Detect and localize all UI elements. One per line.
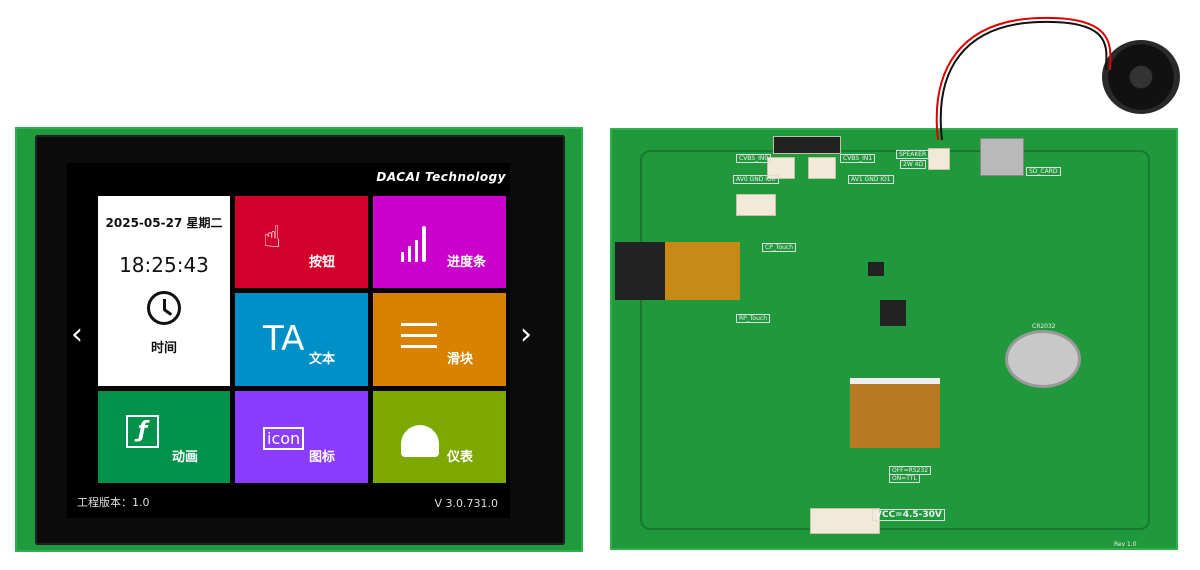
mcu-chip xyxy=(880,300,906,326)
sd-card-slot xyxy=(980,138,1024,176)
clock-icon xyxy=(147,291,181,325)
time-label: 时间 xyxy=(150,341,177,356)
pin-header xyxy=(773,136,841,154)
icon-box-icon: icon xyxy=(263,427,305,450)
animation-tile[interactable]: ƒ 动画 xyxy=(98,391,230,483)
tile-label: 按钮 xyxy=(309,255,336,270)
gauge-icon xyxy=(401,425,439,457)
silk-label: SD_CARD xyxy=(1026,167,1061,176)
slider-tile[interactable]: 滑块 xyxy=(373,293,506,386)
sliders-icon xyxy=(401,323,437,348)
clock-text: 18:25:43 xyxy=(119,253,209,277)
date-text: 2025-05-27 星期二 xyxy=(105,216,223,230)
silk-label: ON=TTL xyxy=(889,474,920,483)
hand-pointer-icon: ☝ xyxy=(263,220,282,255)
silk-label: CVBS_IN1 xyxy=(840,154,876,163)
silk-label: 2W 4Ω xyxy=(900,160,927,169)
silk-label: AV0 GND IO0 xyxy=(733,175,779,184)
next-page-arrow[interactable]: › xyxy=(520,317,532,352)
silk-label: CR2032 xyxy=(1032,323,1056,330)
silk-label: CP_Touch xyxy=(762,243,797,252)
pcb-trace-frame xyxy=(640,150,1150,530)
cvbs-connector xyxy=(767,157,795,179)
project-version: 工程版本：1.0 xyxy=(77,496,150,509)
gauge-tile[interactable]: 仪表 xyxy=(373,391,506,483)
tile-label: 进度条 xyxy=(447,255,487,270)
chip xyxy=(868,262,884,276)
time-tile[interactable]: 2025-05-27 星期二 18:25:43 时间 xyxy=(98,196,230,386)
silk-label: VCC=4.5-30V xyxy=(872,509,945,521)
speaker-wires xyxy=(935,16,1112,141)
flash-icon: ƒ xyxy=(126,415,159,448)
back-pcb xyxy=(610,128,1178,550)
cvbs-connector xyxy=(808,157,836,179)
icon-tile[interactable]: icon 图标 xyxy=(235,391,368,483)
firmware-version: V 3.0.731.0 xyxy=(434,497,498,510)
signal-bars-icon xyxy=(401,226,426,262)
speaker xyxy=(1102,40,1180,114)
power-connector xyxy=(810,508,880,534)
coin-battery-holder xyxy=(1005,330,1081,388)
tile-label: 文本 xyxy=(309,352,336,367)
speaker-connector xyxy=(928,148,950,170)
tile-label: 动画 xyxy=(172,450,199,465)
battery-connector xyxy=(736,194,776,216)
text-tile[interactable]: TA 文本 xyxy=(235,293,368,386)
progress-tile[interactable]: 进度条 xyxy=(373,196,506,288)
silk-label: RP_Touch xyxy=(736,314,771,323)
prev-page-arrow[interactable]: ‹ xyxy=(71,317,83,352)
fpc-cable xyxy=(615,242,740,300)
silk-label: AV1 GND IO1 xyxy=(848,175,894,184)
silk-label: CVBS_IN0 xyxy=(736,154,772,163)
tile-label: 滑块 xyxy=(447,352,474,367)
silk-label: SPEAKER xyxy=(896,150,930,159)
silk-label: Rev 1.0 xyxy=(1114,541,1137,548)
tile-label: 图标 xyxy=(309,450,336,465)
button-tile[interactable]: ☝ 按钮 xyxy=(235,196,368,288)
tile-label: 仪表 xyxy=(447,450,474,465)
lcd-flex-connector xyxy=(850,378,940,448)
text-icon: TA xyxy=(263,319,305,359)
lcd-screen: DACAI Technology 2025-05-27 星期二 18:25:43… xyxy=(67,163,532,518)
brand-label: DACAI Technology xyxy=(376,170,506,184)
